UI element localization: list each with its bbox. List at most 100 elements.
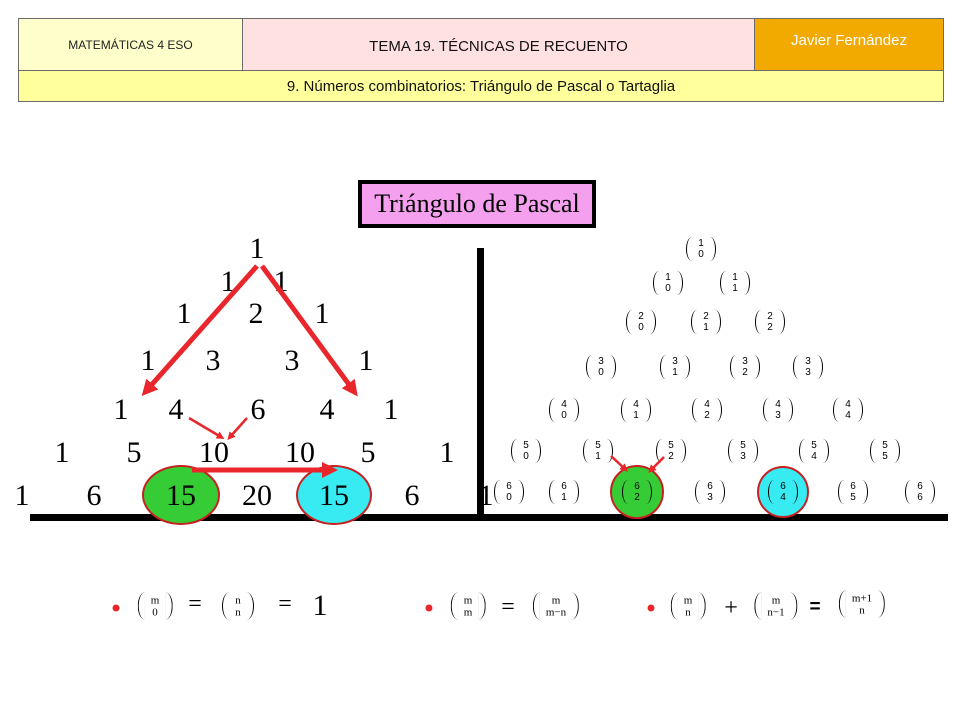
binomial-sum-arrow-left — [610, 455, 628, 472]
binomial-bottom: 3 — [805, 367, 811, 378]
binomial-top: n — [235, 594, 241, 606]
right-paren — [787, 398, 793, 422]
right-paren — [719, 480, 725, 504]
left-paren — [695, 480, 701, 504]
binomial-top: 6 — [707, 481, 713, 492]
left-paren — [799, 439, 805, 463]
binomial-top: 2 — [767, 311, 773, 322]
binomial-top: m — [551, 594, 561, 606]
baseline-bar — [30, 514, 948, 521]
pascal-entry: 10 — [285, 436, 315, 469]
binomial-bottom: 0 — [506, 492, 512, 503]
pascal-entry: 15 — [166, 479, 196, 512]
right-paren — [754, 355, 760, 379]
binomial-bottom: 2 — [668, 451, 674, 462]
binomial-top: 5 — [668, 440, 674, 451]
right-paren — [478, 592, 486, 620]
right-paren — [823, 439, 829, 463]
binomial-top: 4 — [561, 399, 567, 410]
left-paren — [905, 480, 911, 504]
binomial-top: 3 — [672, 356, 678, 367]
right-paren — [650, 310, 656, 334]
left-paren — [653, 271, 659, 295]
right-paren — [572, 592, 580, 620]
binomial-bottom: 1 — [672, 367, 678, 378]
left-paren — [511, 439, 517, 463]
equals-sign: = — [188, 591, 202, 617]
left-paren — [586, 355, 592, 379]
right-paren — [792, 480, 798, 504]
left-paren — [870, 439, 876, 463]
left-paren — [222, 592, 229, 620]
left-paren — [137, 592, 145, 620]
topic-title: TEMA 19. TÉCNICAS DE RECUENTO — [242, 18, 755, 71]
binomial-bottom: n — [859, 604, 865, 616]
left-paren — [692, 398, 698, 422]
right-paren — [165, 592, 173, 620]
left-paren — [838, 480, 844, 504]
pascal-entry: 6 — [404, 479, 420, 512]
binomial-bottom: 3 — [775, 410, 781, 421]
binomial-top: 6 — [561, 481, 567, 492]
binomial-top: 4 — [704, 399, 710, 410]
binomial-bottom: 6 — [917, 492, 923, 503]
pascal-entry: 5 — [360, 436, 376, 469]
pascal-entry: 3 — [284, 344, 300, 377]
binomial-bottom: 5 — [882, 451, 888, 462]
binomial-bottom: 4 — [811, 451, 817, 462]
binomial-top: 1 — [698, 238, 704, 249]
binomial-top: 6 — [917, 481, 923, 492]
binomial-bottom: n — [685, 606, 691, 618]
right-paren — [610, 355, 616, 379]
binomial-top: 4 — [775, 399, 781, 410]
right-paren — [710, 237, 716, 261]
binomial-bottom: 0 — [698, 249, 704, 260]
binomial-bottom: 2 — [742, 367, 748, 378]
plus-sign: + — [724, 595, 738, 621]
pascal-entry: 6 — [86, 479, 102, 512]
binomial-bottom: 0 — [638, 322, 644, 333]
pascal-entry: 4 — [319, 393, 335, 426]
highlight-circle-green — [142, 465, 220, 525]
right-paren — [752, 439, 758, 463]
right-paren — [862, 480, 868, 504]
right-paren — [779, 310, 785, 334]
binomial-bottom: 1 — [732, 283, 738, 294]
pascal-entry: 10 — [199, 436, 229, 469]
formula-result: 1 — [312, 589, 328, 622]
right-paren — [684, 355, 690, 379]
left-paren — [626, 310, 632, 334]
binomial-bottom: 1 — [633, 410, 639, 421]
left-paren — [686, 237, 692, 261]
